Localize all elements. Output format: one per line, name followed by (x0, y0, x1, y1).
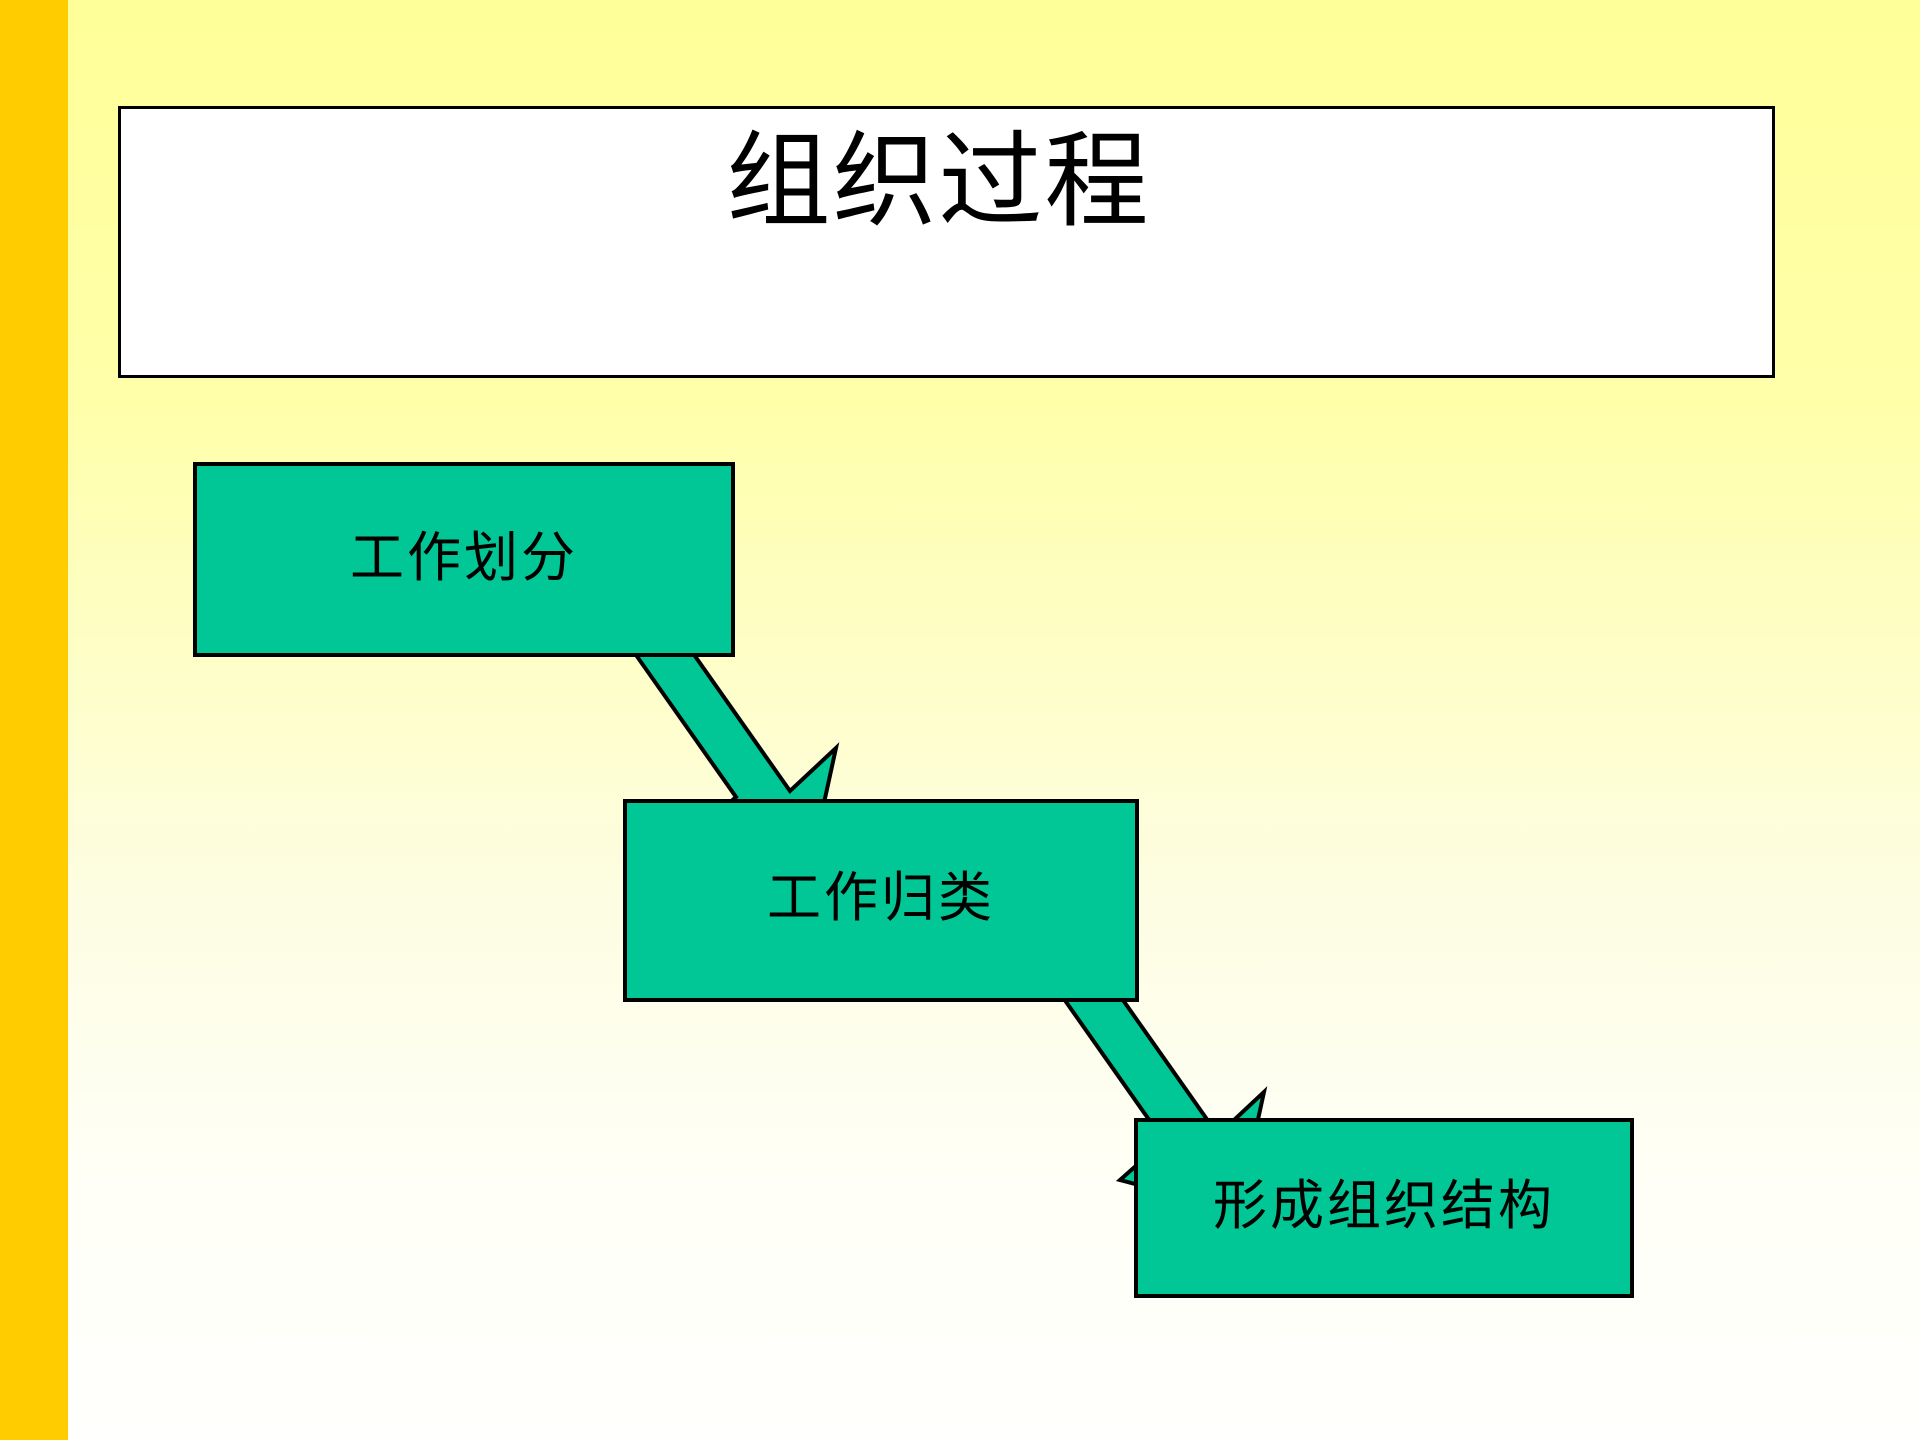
process-step-3[interactable]: 形成组织结构 (1134, 1118, 1634, 1298)
process-step-1[interactable]: 工作划分 (193, 462, 735, 657)
title-frame: 组织过程 (118, 106, 1775, 378)
process-step-2-box (623, 799, 1139, 1002)
process-step-1-label: 工作划分 (350, 526, 578, 589)
page-title: 组织过程 (726, 120, 1151, 242)
process-step-1-box (193, 462, 735, 657)
process-step-2-label: 工作归类 (767, 866, 995, 929)
process-step-3-box (1134, 1118, 1634, 1298)
process-step-2[interactable]: 工作归类 (623, 799, 1139, 1002)
process-step-3-label: 形成组织结构 (1213, 1174, 1555, 1237)
left-accent-bar (0, 0, 68, 1440)
